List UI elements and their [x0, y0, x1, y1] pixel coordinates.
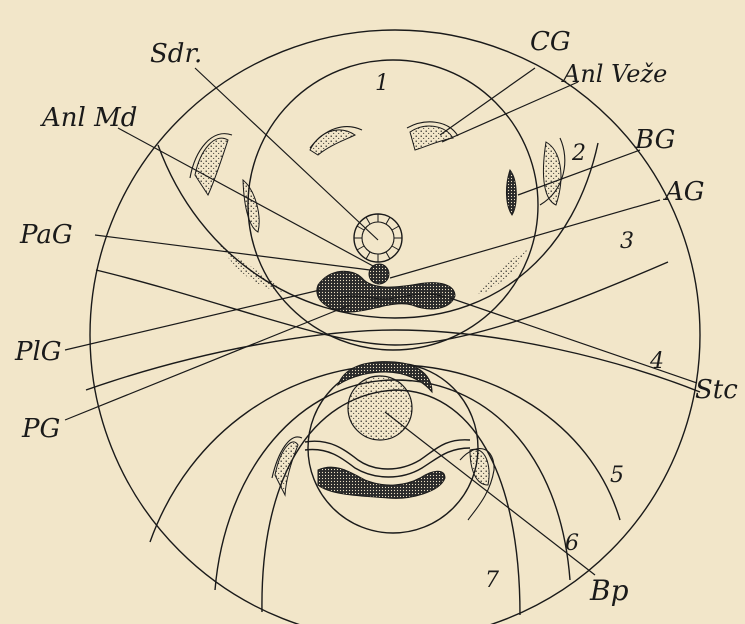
label-pg: PG: [21, 414, 60, 444]
zone-7: 7: [485, 568, 499, 593]
label-anl-veze: Anl Veže: [561, 60, 667, 88]
label-stc: Stc: [695, 375, 738, 405]
lower-left-lateral: [275, 442, 298, 495]
zone-5: 5: [610, 463, 624, 488]
leader-cg: [440, 68, 535, 135]
cg-right: [410, 126, 453, 150]
bp-circle: [348, 376, 412, 440]
label-bp: Bp: [589, 574, 629, 607]
leader-lines: [65, 68, 697, 575]
leader-anlmd: [118, 128, 373, 266]
bg-left-lateral: [195, 138, 228, 195]
label-plg: PlG: [14, 337, 62, 367]
label-cg: CG: [530, 27, 571, 57]
outer-circle: [90, 30, 700, 624]
zone-4: 4: [649, 349, 664, 374]
zone-2: 2: [571, 141, 586, 166]
leader-pag: [95, 235, 370, 270]
zone-3: 3: [620, 229, 634, 254]
lower-wavy-band: [305, 440, 470, 469]
cg-left: [310, 130, 355, 155]
label-bg: BG: [634, 125, 675, 155]
zone-1: 1: [375, 71, 389, 96]
label-anl-md: Anl Md: [40, 103, 137, 133]
label-pag: PaG: [19, 220, 73, 250]
label-ag: AG: [663, 177, 705, 207]
ag-ganglion: [369, 264, 389, 284]
upper-inner-circle: [248, 60, 538, 350]
zone-6: 6: [565, 531, 579, 556]
lower-ganglion: [318, 467, 445, 498]
leader-anlveze: [442, 82, 578, 142]
bg-left: [243, 180, 259, 232]
bg-right-inner: [506, 170, 516, 215]
sdr-organ: [354, 214, 402, 262]
leader-pg: [65, 305, 350, 420]
label-sdr: Sdr.: [150, 39, 202, 69]
